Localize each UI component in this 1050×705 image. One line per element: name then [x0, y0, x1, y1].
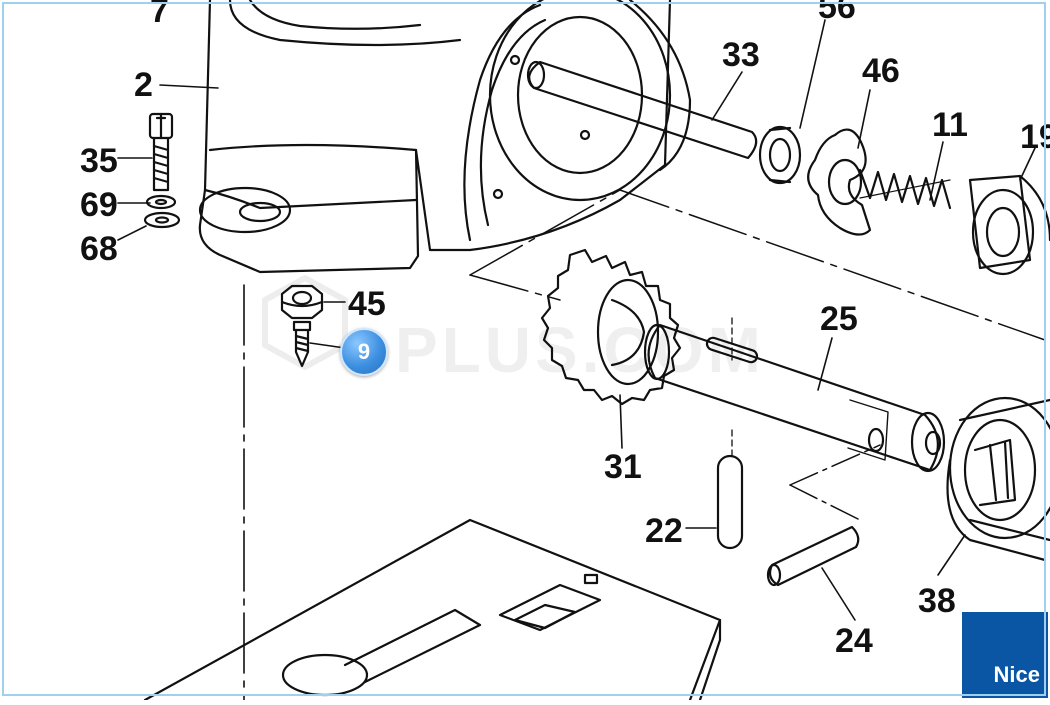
callout-33: 33	[722, 36, 760, 74]
part-69-lock-washer[interactable]	[147, 196, 175, 208]
part-22-key[interactable]	[718, 456, 742, 548]
callout-45: 45	[348, 285, 386, 323]
callout-31: 31	[604, 448, 642, 486]
callout-38: 38	[918, 582, 956, 620]
part-35-screw[interactable]	[150, 114, 172, 190]
part-9-selected-badge[interactable]: 9	[340, 328, 388, 376]
callout-22: 22	[645, 512, 683, 550]
callout-2: 2	[134, 66, 153, 104]
callout-69: 69	[80, 186, 118, 224]
callout-7: 7	[150, 0, 169, 30]
part-19-bearing[interactable]	[970, 176, 1050, 274]
part-38-hub[interactable]	[948, 398, 1050, 560]
part-68-washer[interactable]	[145, 213, 179, 227]
callout-25: 25	[820, 300, 858, 338]
callout-24: 24	[835, 622, 873, 660]
part-11-spring[interactable]	[860, 170, 950, 208]
part-45-nut[interactable]	[282, 286, 322, 318]
callout-56: 56	[818, 0, 856, 26]
callout-19: 19	[1020, 118, 1050, 156]
callout-68: 68	[80, 230, 118, 268]
part-2-housing[interactable]	[200, 0, 690, 272]
callout-46: 46	[862, 52, 900, 90]
watermark-text: PLUS.COM	[395, 314, 765, 386]
part-33-shaft[interactable]	[528, 62, 756, 158]
callout-35: 35	[80, 142, 118, 180]
part-46-plate[interactable]	[808, 130, 870, 235]
part-24-pin[interactable]	[768, 527, 858, 585]
nice-brand-logo: Nice	[962, 612, 1048, 698]
part-56-seal[interactable]	[760, 127, 800, 183]
callout-11: 11	[932, 106, 968, 144]
base-plate[interactable]	[145, 520, 720, 700]
